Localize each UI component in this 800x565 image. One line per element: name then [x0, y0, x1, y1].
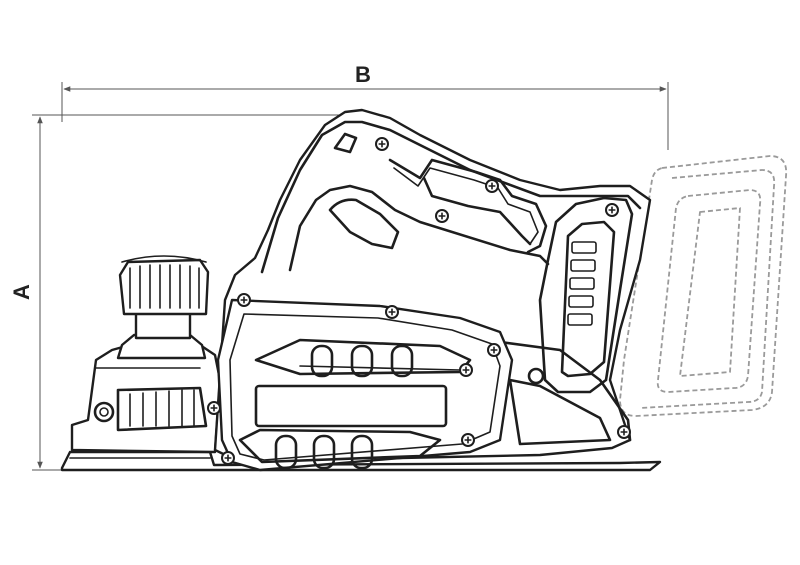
dimension-b-label: B	[355, 62, 371, 87]
label-panel	[254, 384, 448, 428]
dimension-a-label: A	[8, 284, 34, 300]
front-shoe	[70, 343, 222, 454]
motor-side-cover	[216, 298, 514, 472]
vent-upper	[254, 338, 472, 378]
battery-level-indicator	[567, 241, 597, 326]
depth-adjust-knob[interactable]	[116, 255, 210, 360]
battery-pack-outline	[619, 155, 788, 417]
vent-lower	[238, 428, 442, 470]
